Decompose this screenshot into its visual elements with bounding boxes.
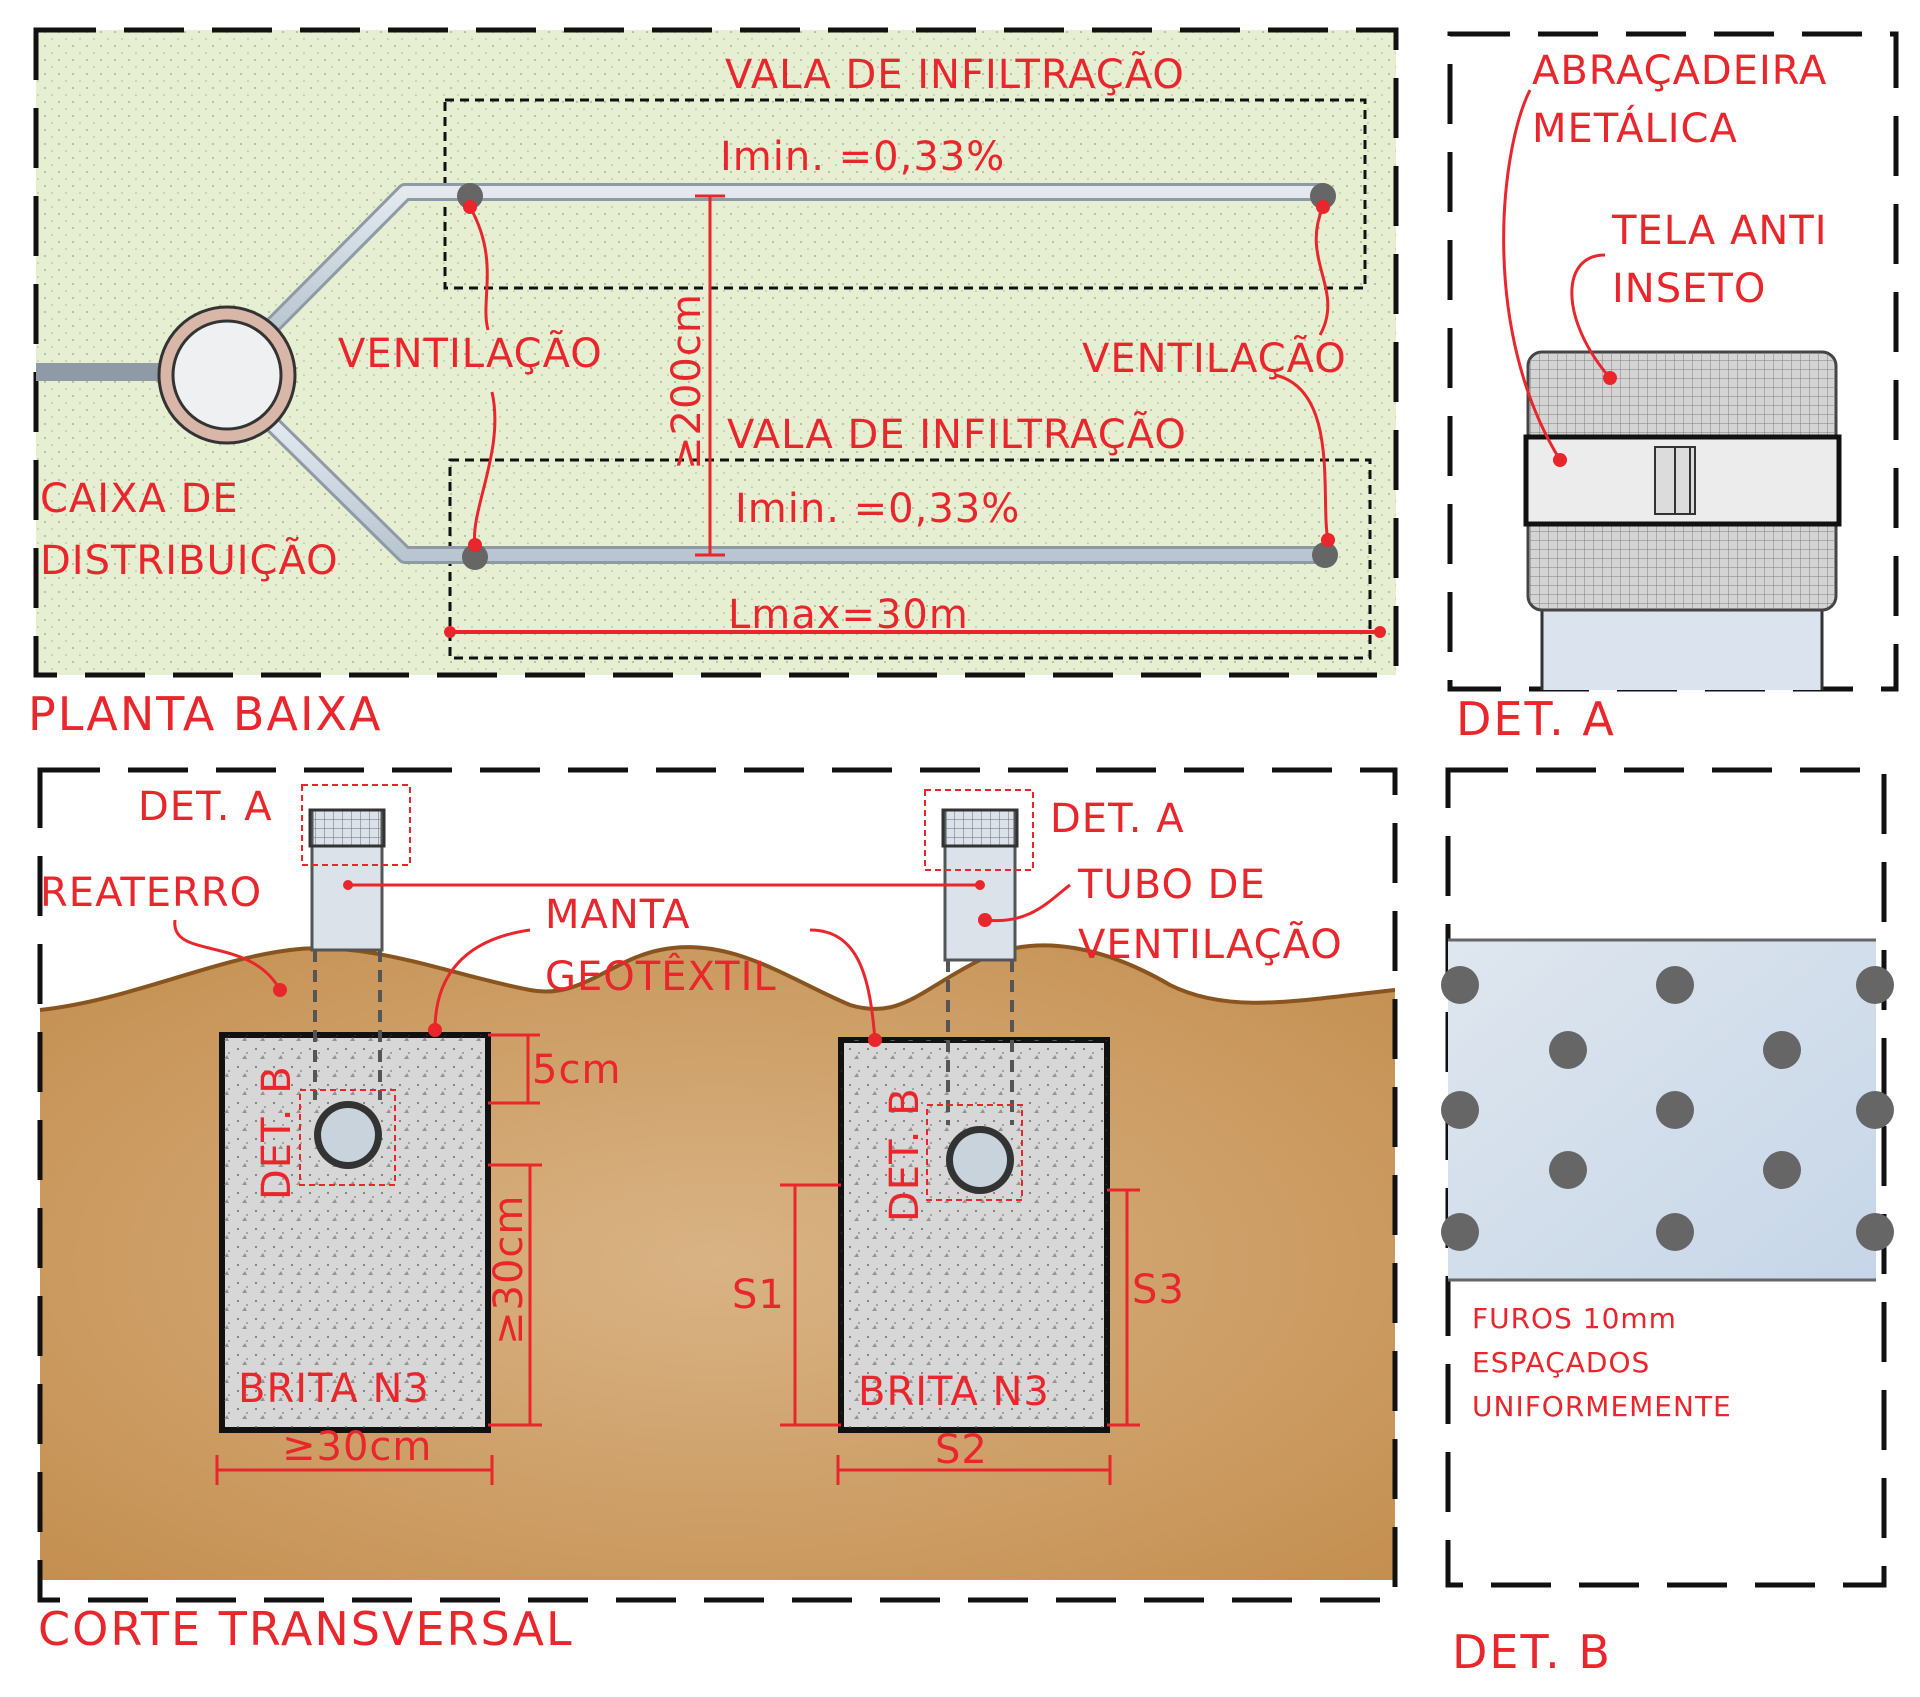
det-a-callout-left	[301, 784, 411, 866]
vent-cap-right	[941, 808, 1019, 848]
detail-a: ABRAÇADEIRA METÁLICA TELA ANTI INSETO DE…	[1447, 31, 1899, 746]
trench-label-top: VALA DE INFILTRAÇÃO	[725, 50, 1185, 98]
plan-frame	[33, 27, 1399, 678]
perforation-hole	[1549, 1151, 1587, 1189]
s1-label: S1	[732, 1272, 785, 1318]
s3-label: S3	[1132, 1267, 1185, 1313]
geotextile-label-line1: MANTA	[545, 892, 691, 938]
cover-label: 5cm	[532, 1047, 621, 1093]
vent-label-right: VENTILAÇÃO	[1082, 334, 1347, 382]
geotextile-leader	[809, 928, 877, 1041]
perforation-hole	[1441, 1091, 1479, 1129]
perforation-hole	[1656, 1213, 1694, 1251]
det-b-label-left: DET. B	[254, 1065, 300, 1200]
section-title: CORTE TRANSVERSAL	[38, 1602, 574, 1656]
geotextile-leader	[433, 928, 531, 1031]
detail-a-title: DET. A	[1456, 692, 1616, 746]
tube-label-line1: TUBO DE	[1077, 862, 1266, 908]
vent-label-left: VENTILAÇÃO	[338, 329, 603, 377]
s2-label: S2	[935, 1427, 988, 1473]
holes-note-line3: UNIFORMEMENTE	[1472, 1390, 1732, 1423]
cross-section: DET. A DET. A REATERRO MANTA GEOTÊXTIL T…	[37, 767, 1398, 1656]
perforation-hole	[1441, 1213, 1479, 1251]
vent-cap	[1312, 542, 1338, 568]
perforation-hole	[1856, 1213, 1894, 1251]
box-label-line1: CAIXA DE	[40, 476, 239, 522]
backfill-leader	[173, 919, 282, 991]
detail-b-title: DET. B	[1452, 1625, 1612, 1679]
holes-grid	[1441, 966, 1894, 1251]
spacing-label: ≥200cm	[664, 293, 710, 470]
perforation-hole	[1763, 1031, 1801, 1069]
perforation-hole	[1856, 1091, 1894, 1129]
gravel-label-right: BRITA N3	[858, 1369, 1050, 1415]
perforation-hole	[1763, 1151, 1801, 1189]
det-a-label-right: DET. A	[1050, 796, 1185, 842]
vent-cap	[457, 183, 483, 209]
trench-label-bottom: VALA DE INFILTRAÇÃO	[727, 410, 1187, 458]
screen-label-line2: INSETO	[1612, 266, 1766, 312]
ground-line	[39, 943, 1396, 1012]
gravel-label-left: BRITA N3	[238, 1366, 430, 1412]
length-label: Lmax=30m	[728, 592, 969, 638]
perforation-hole	[1856, 966, 1894, 1004]
vent-leader	[1274, 373, 1330, 541]
slope-label-bottom: Imin. =0,33%	[735, 486, 1020, 532]
width-label: ≥30cm	[282, 1424, 432, 1470]
detail-b-frame	[1445, 767, 1887, 1588]
distribution-box-inner	[171, 319, 283, 431]
plan-title: PLANTA BAIXA	[28, 687, 383, 741]
det-b-label-right: DET. B	[882, 1087, 928, 1222]
det-b-callout-right	[926, 1104, 1023, 1201]
tube-label-line2: VENTILAÇÃO	[1078, 920, 1343, 968]
tube-leader	[984, 883, 1071, 923]
perforation-hole	[1441, 966, 1479, 1004]
holes-note-line1: FUROS 10mm	[1472, 1302, 1677, 1335]
perforation-hole	[1656, 1091, 1694, 1129]
height-label: ≥30cm	[486, 1195, 532, 1345]
clamp-label-line1: ABRAÇADEIRA	[1532, 48, 1827, 94]
screen-leader	[1570, 253, 1612, 379]
vent-leader	[1314, 206, 1330, 336]
box-label-line2: DISTRIBUIÇÃO	[40, 536, 339, 584]
vent-cap	[462, 544, 488, 570]
section-frame	[37, 767, 1398, 1603]
backfill-label: REATERRO	[40, 870, 262, 916]
geotextile-label-line2: GEOTÊXTIL	[545, 952, 777, 1000]
perforation-hole	[1549, 1031, 1587, 1069]
vent-leader	[468, 206, 490, 331]
detail-b: FUROS 10mm ESPAÇADOS UNIFORMEMENTE DET. …	[1441, 767, 1894, 1679]
det-a-callout-right	[924, 789, 1034, 871]
clamp-leader	[1502, 89, 1562, 461]
perforation-hole	[1656, 966, 1694, 1004]
slope-label-top: Imin. =0,33%	[720, 134, 1005, 180]
det-b-callout-left	[299, 1089, 396, 1186]
holes-note-line2: ESPAÇADOS	[1472, 1346, 1650, 1379]
det-a-label-left: DET. A	[138, 784, 273, 830]
vent-cap-left	[308, 808, 386, 848]
clamp-label-line2: METÁLICA	[1532, 104, 1738, 152]
vent-cap	[1310, 183, 1336, 209]
vent-leader	[473, 391, 497, 546]
plan-view: VALA DE INFILTRAÇÃO Imin. =0,33% VENTILA…	[28, 27, 1399, 741]
screen-label-line1: TELA ANTI	[1611, 208, 1828, 254]
